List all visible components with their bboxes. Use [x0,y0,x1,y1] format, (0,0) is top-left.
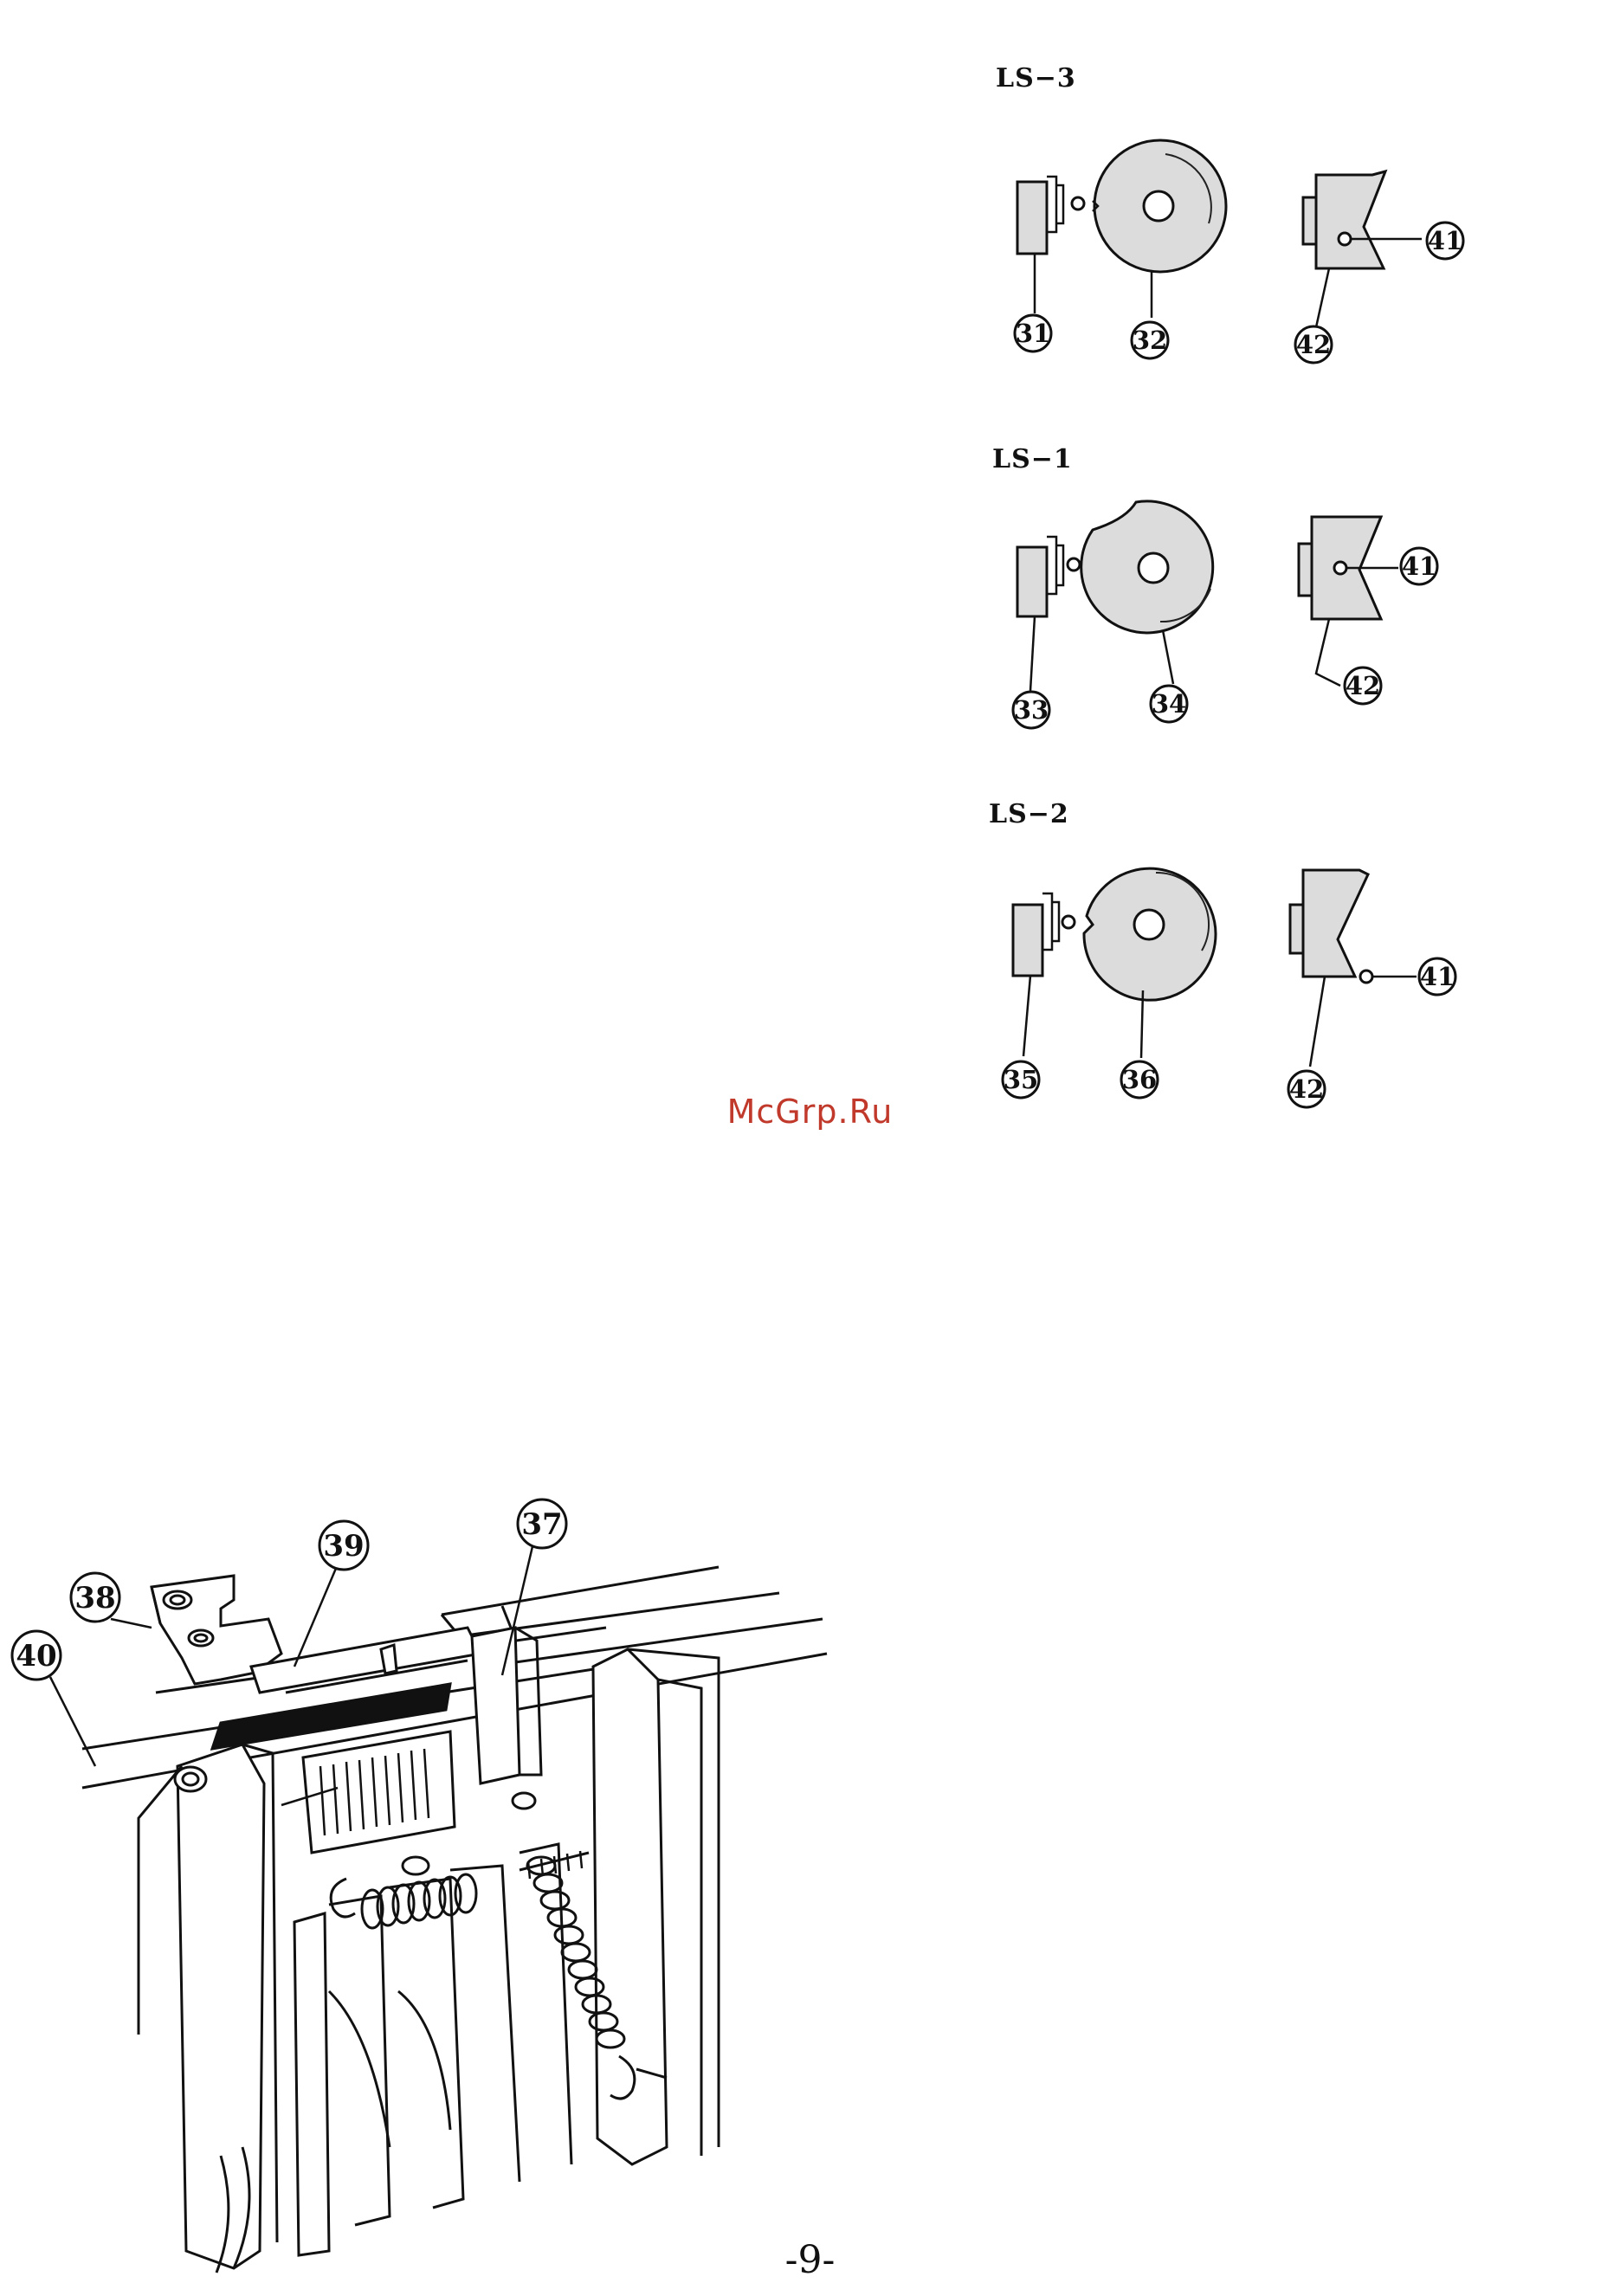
switch-body [1017,547,1047,616]
watermark: McGrp.Ru [0,1093,1620,1131]
stopper-tab [1299,544,1312,596]
switch-roller [1068,558,1080,571]
callout-label-42: 42 [1346,671,1380,700]
cam-hub [1134,910,1164,939]
switch-bracket [1047,537,1063,594]
stopper-tab [1303,197,1316,244]
limit-switch-panels: 31 32 42 41 33 34 41 42 [0,0,1620,1125]
callout-label-35: 35 [1004,1065,1038,1094]
callout-label-40: 40 [16,1639,56,1674]
callout-label-31: 31 [1016,319,1050,348]
panel-ls3: 31 32 42 41 [1015,140,1463,363]
stopper-block [1316,171,1385,268]
switch-bracket [1047,177,1063,232]
callout-label-33: 33 [1014,695,1049,725]
switch-body [1013,905,1042,976]
callout-label-36: 36 [1122,1065,1157,1094]
callout-label-42: 42 [1296,330,1331,359]
cam-hub [1139,553,1168,583]
stopper-tab [1290,905,1303,953]
stopper-screw [1334,562,1346,574]
mechanism-assembly-drawing: 38 40 39 37 [0,1472,866,2294]
stopper-screw [1339,233,1351,245]
callout-label-41: 41 [1420,962,1455,991]
callout-label-32: 32 [1133,326,1167,355]
switch-roller [1072,197,1084,210]
callout-label-38: 38 [74,1581,115,1616]
switch-bracket [1042,893,1059,950]
page-number: -9- [0,2238,1620,2282]
stopper-block [1303,870,1368,977]
callout-label-41: 41 [1402,551,1436,581]
switch-roller [1062,916,1075,928]
stopper-screw [1360,971,1372,983]
panel-ls2: 35 36 42 41 [1003,868,1455,1107]
callout-label-34: 34 [1152,689,1186,719]
callout-label-41: 41 [1428,226,1462,255]
cam-hub [1144,191,1173,221]
panel-ls1: 33 34 41 42 [1013,501,1437,728]
callout-label-37: 37 [521,1507,562,1542]
switch-body [1017,182,1047,254]
callout-label-39: 39 [323,1529,364,1564]
